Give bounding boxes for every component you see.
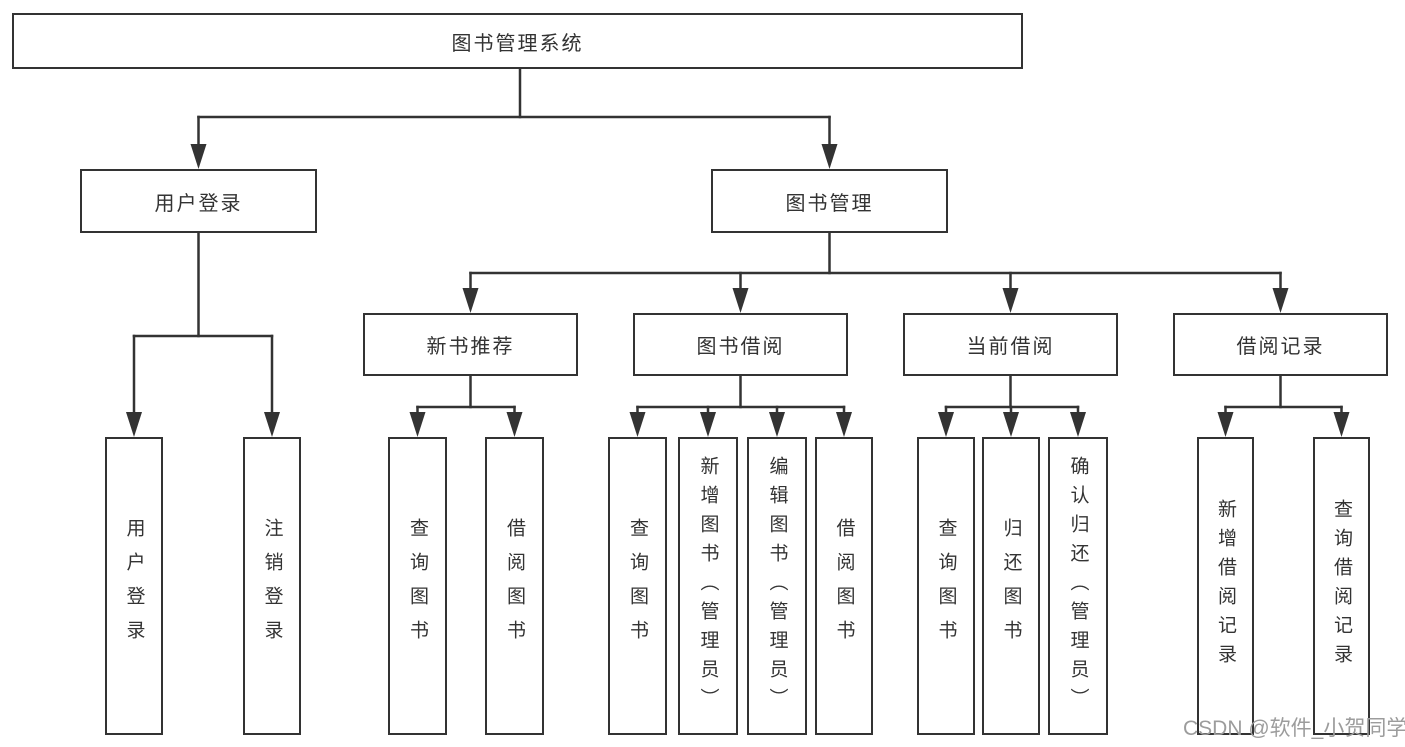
node-label: 用户登录 [123,518,145,654]
node-section-new-book-recommend: 新书推荐 [363,313,578,376]
node-label: 编辑图书（管理员） [766,455,788,717]
connector-user-login-to-children [126,231,280,437]
node-label: 确认归还（管理员） [1067,455,1089,717]
node-leaf-user-login: 用户登录 [105,437,163,735]
node-root-system: 图书管理系统 [12,13,1023,69]
node-label: 用户登录 [154,192,243,215]
node-leaf-edit-book-admin: 编辑图书（管理员） [747,437,807,735]
node-label: 查询图书 [407,518,428,654]
node-label: 当前借阅 [966,336,1055,358]
node-book-management: 图书管理 [711,169,948,233]
node-section-current-borrow: 当前借阅 [903,313,1118,376]
watermark: CSDN @软件_小贺同学 [1183,717,1405,740]
node-leaf-logout: 注销登录 [243,437,301,735]
connector-book-borrow-to-children [629,374,852,437]
node-leaf-confirm-return-admin: 确认归还（管理员） [1048,437,1108,735]
node-label: 查询图书 [935,518,957,654]
node-label: 图书管理系统 [451,32,584,55]
node-section-borrow-record: 借阅记录 [1173,313,1388,376]
node-label: 查询借阅记录 [1331,499,1352,673]
node-label: 图书管理 [785,192,874,215]
node-leaf-query-book-1: 查询图书 [388,437,447,735]
node-user-login: 用户登录 [80,169,317,233]
node-leaf-return-book: 归还图书 [982,437,1040,735]
connector-current-borrow-to-children [938,374,1086,437]
connector-book-management-to-sections [462,231,1289,313]
node-label: 借阅图书 [833,518,855,654]
node-label: 新书推荐 [426,336,515,358]
node-label: 借阅记录 [1236,336,1325,358]
node-leaf-query-book-2: 查询图书 [608,437,667,735]
connector-borrow-record-to-children [1217,374,1350,437]
node-label: 新增图书（管理员） [697,455,719,717]
connector-root-to-branches [190,67,838,169]
node-label: 注销登录 [261,518,283,654]
node-section-book-borrow: 图书借阅 [633,313,848,376]
node-leaf-borrow-book-1: 借阅图书 [485,437,544,735]
node-leaf-query-book-3: 查询图书 [917,437,975,735]
node-label: 借阅图书 [504,518,525,654]
node-label: 查询图书 [627,518,648,654]
node-label: 图书借阅 [696,336,785,358]
node-leaf-query-borrow-record: 查询借阅记录 [1313,437,1370,735]
node-leaf-add-book-admin: 新增图书（管理员） [678,437,738,735]
connector-new-book-recommend-to-children [409,374,523,437]
node-leaf-add-borrow-record: 新增借阅记录 [1197,437,1254,735]
node-label: 新增借阅记录 [1215,499,1236,673]
node-leaf-borrow-book-2: 借阅图书 [815,437,873,735]
node-label: 归还图书 [1000,518,1022,654]
